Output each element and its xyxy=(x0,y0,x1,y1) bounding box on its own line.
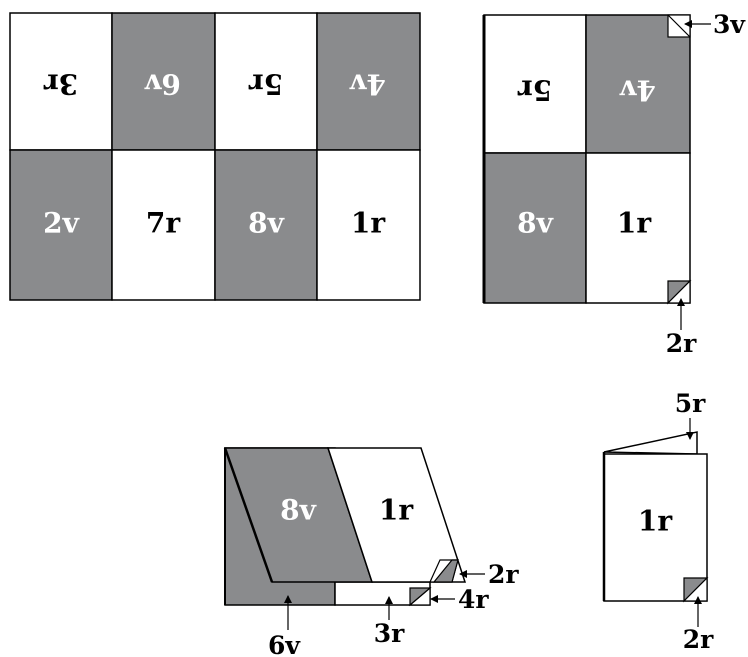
fold2-fold-edge xyxy=(223,447,274,583)
final-label-1r: 1r xyxy=(638,505,673,538)
fold1-panel-1r xyxy=(585,152,691,304)
fold1-callout-3v: 3v xyxy=(713,10,746,39)
sheet-label-3r: 3r xyxy=(43,68,78,101)
fold2-panel-1r xyxy=(326,447,467,583)
sheet-panel-4v xyxy=(316,12,421,151)
sheet-panel-1r xyxy=(316,149,421,301)
fold1-callout-2r: 2r xyxy=(666,329,697,358)
fold2-label-1r: 1r xyxy=(379,494,414,527)
fold2-callout-4r: 4r xyxy=(458,585,489,614)
sheet-panel-2v xyxy=(9,149,113,301)
final-callout-2r: 2r xyxy=(683,625,714,654)
sheet-label-4v: 4v xyxy=(349,68,385,101)
fold1-label-4v: 4v xyxy=(619,74,655,107)
fold2-callout-6v: 6v xyxy=(268,631,301,657)
fold1-label-1r: 1r xyxy=(617,207,652,240)
sheet-label-2v: 2v xyxy=(43,207,79,240)
fold2-callout-3r: 3r xyxy=(374,619,405,648)
sheet-label-7r: 7r xyxy=(146,207,181,240)
fold1-label-5r: 5r xyxy=(517,74,552,107)
fold1-panel-4v xyxy=(585,14,691,154)
fold1-label-8v: 8v xyxy=(517,207,553,240)
fold2-label-8v: 8v xyxy=(280,494,316,527)
sheet-label-6v: 6v xyxy=(144,68,180,101)
sheet-label-5r: 5r xyxy=(248,68,283,101)
final-fold: 1r 5r 2r xyxy=(602,389,714,654)
fold1-corner-3v-diagonal xyxy=(667,14,691,38)
first-fold: 5r 4v 8v 1r 3v 2r xyxy=(482,10,746,358)
sheet-panel-5r xyxy=(214,12,318,151)
sheet-panel-6v xyxy=(111,12,216,151)
sheet-label-8v: 8v xyxy=(248,207,284,240)
sheet-panel-3r xyxy=(9,12,113,151)
fold2-corner-2r-gray xyxy=(432,559,459,583)
final-flap-5r xyxy=(603,431,698,455)
sheet-label-1r: 1r xyxy=(351,207,386,240)
sheet-panel-8v xyxy=(214,149,318,301)
second-fold: 8v 1r 2r 4r 6v 3r xyxy=(223,447,519,657)
sheet-panel-7r xyxy=(111,149,216,301)
full-sheet: 3r 6v 5r 4v 2v 7r 8v 1r xyxy=(9,12,421,301)
fold2-callout-2r: 2r xyxy=(488,560,519,589)
fold2-corner-4r-gray xyxy=(409,587,432,607)
final-callout-5r: 5r xyxy=(675,389,706,418)
